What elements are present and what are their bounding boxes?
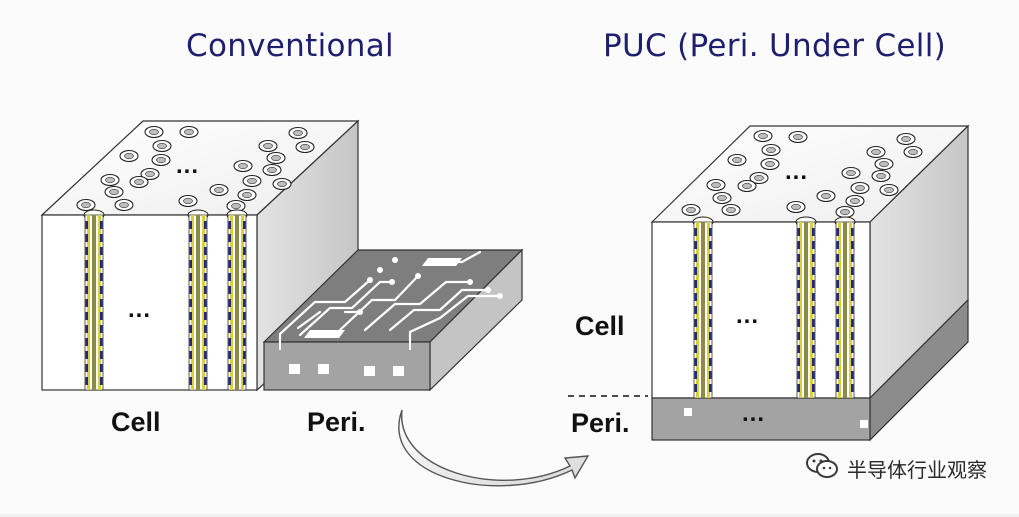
ellipsis-top-right: ...	[785, 158, 809, 185]
label-peri-conventional: Peri.	[307, 407, 366, 437]
chip-pad	[304, 330, 345, 338]
channel-hole	[151, 153, 171, 167]
pad	[364, 366, 375, 376]
pad	[289, 364, 300, 374]
vertical-channels	[83, 209, 248, 391]
channel-hole	[242, 174, 262, 188]
channel-hole	[681, 203, 701, 217]
channel-hole	[262, 163, 282, 177]
vertical-channel	[226, 209, 248, 391]
channel-hole	[845, 194, 865, 208]
pad	[318, 364, 329, 374]
ellipsis-peri-right: ...	[742, 400, 766, 427]
channel-hole	[100, 173, 120, 187]
vertical-channel	[795, 216, 817, 399]
channel-hole	[788, 130, 808, 144]
channel-hole	[896, 132, 916, 146]
conventional-cell-block	[40, 119, 360, 392]
label-cell-conventional: Cell	[111, 407, 161, 437]
channel-hole	[237, 188, 257, 202]
wechat-icon	[805, 452, 839, 485]
vertical-channel	[187, 209, 209, 391]
title-puc: PUC (Peri. Under Cell)	[603, 28, 947, 64]
channel-hole	[879, 183, 899, 197]
channel-hole	[152, 139, 172, 153]
channel-hole	[233, 159, 253, 173]
vertical-channel	[834, 216, 856, 399]
channel-hole	[209, 183, 229, 197]
pad	[393, 366, 404, 376]
channel-hole	[866, 145, 886, 159]
channel-holes-top	[681, 129, 923, 219]
channel-hole	[749, 171, 769, 185]
channel-hole	[178, 194, 198, 208]
channel-hole	[104, 185, 124, 199]
channel-hole	[179, 125, 199, 139]
channel-hole	[850, 181, 870, 195]
channel-hole	[114, 198, 134, 212]
channel-hole	[841, 166, 861, 180]
channel-hole	[144, 125, 164, 139]
channel-hole	[258, 139, 278, 153]
channel-hole	[119, 149, 139, 163]
channel-hole	[786, 200, 806, 214]
channel-hole	[760, 157, 780, 171]
channel-hole	[903, 145, 923, 159]
channel-hole	[129, 175, 149, 189]
ellipsis-top-left: ...	[176, 152, 200, 179]
watermark-text: 半导体行业观察	[847, 458, 987, 482]
transition-arrow	[398, 409, 590, 487]
channel-hole	[140, 167, 160, 181]
channel-hole	[753, 129, 773, 143]
vertical-channel	[692, 216, 714, 399]
vertical-channel	[83, 209, 105, 391]
label-cell-puc: Cell	[575, 311, 625, 341]
channel-hole	[712, 191, 732, 205]
channel-hole	[288, 126, 308, 140]
channel-hole	[266, 151, 286, 165]
channel-hole	[721, 203, 741, 217]
channel-holes-top	[76, 125, 315, 213]
channel-hole	[816, 189, 836, 203]
channel-hole	[706, 178, 726, 192]
circuit-nodes	[357, 257, 503, 315]
watermark: 半导体行业观察	[805, 452, 987, 485]
pad	[860, 420, 868, 428]
channel-hole	[874, 157, 894, 171]
channel-hole	[727, 153, 747, 167]
ellipsis-front-right: ...	[736, 302, 760, 329]
channel-hole	[272, 177, 292, 191]
channel-hole	[737, 179, 757, 193]
chip-pad	[422, 258, 462, 266]
channel-hole	[761, 143, 781, 157]
ellipsis-front-left: ...	[128, 296, 152, 323]
channel-hole	[295, 140, 315, 154]
channel-hole	[871, 169, 891, 183]
puc-stack-block	[650, 124, 970, 442]
label-peri-puc: Peri.	[571, 408, 630, 438]
title-conventional: Conventional	[186, 28, 394, 64]
channel-hole	[76, 198, 96, 212]
vertical-channels	[692, 216, 856, 399]
pad	[684, 408, 692, 416]
channel-hole	[835, 205, 855, 219]
conventional-peri-block	[262, 248, 524, 392]
